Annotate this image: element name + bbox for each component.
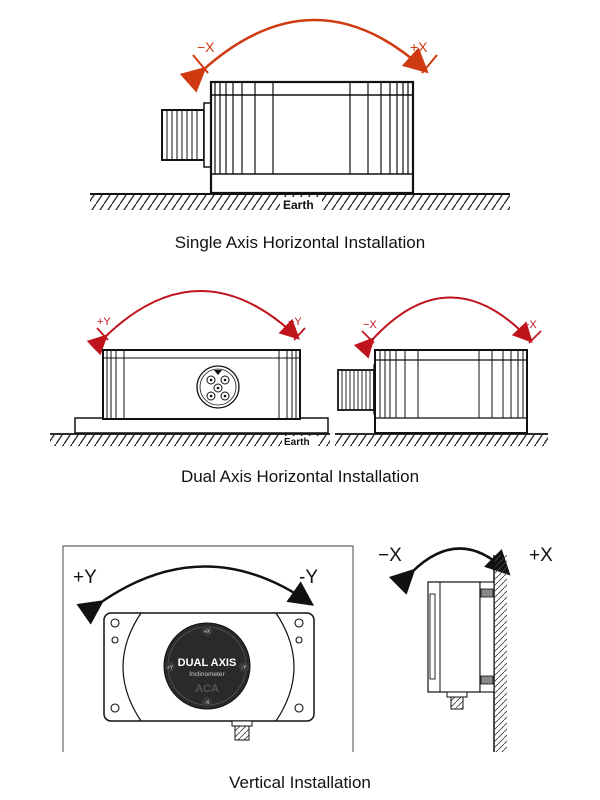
single-axis-diagram: −X +X Earth (90, 18, 510, 212)
connector-pins-icon (196, 365, 240, 409)
cable-connector (234, 725, 250, 741)
dual-axis-diagram: +Y −Y −X +X (50, 290, 548, 448)
label-plus-x-2: +X (523, 319, 537, 331)
mark-right: -Y (242, 665, 248, 671)
rotation-arc-x-2 (353, 296, 533, 359)
sensor-subtitle: Inclinometer (189, 671, 225, 678)
caption-single-axis: Single Axis Horizontal Installation (174, 233, 426, 252)
label-plus-x-vertical: +X (529, 545, 553, 566)
mark-top: +X (204, 629, 211, 635)
mark-bottom: -X (205, 700, 211, 706)
ground-hatch-3 (335, 435, 548, 446)
connector-icon-2 (337, 369, 375, 411)
sensor-brand: ACA (195, 683, 219, 695)
earth-label-2: Earth (284, 437, 310, 448)
single-axis-sensor-body-2 (374, 349, 528, 434)
mounting-holes (110, 618, 304, 713)
rotation-arc-x (179, 18, 429, 93)
caption-dual-axis: Dual Axis Horizontal Installation (180, 467, 420, 486)
label-minus-x: −X (197, 39, 215, 55)
label-minus-y: −Y (288, 316, 302, 328)
earth-label: Earth (283, 198, 314, 212)
wall-hatch (495, 555, 507, 752)
sensor-body (209, 80, 415, 195)
side-connector (450, 696, 464, 710)
label-plus-y: +Y (97, 316, 111, 328)
label-plus-y-vertical: +Y (73, 567, 97, 588)
rotation-arc-x-vertical (388, 547, 511, 595)
rotation-arc-y (86, 290, 300, 356)
side-sensor-body (427, 581, 481, 693)
ground-hatch-2 (50, 435, 330, 446)
rotation-arc-y-vertical (76, 565, 315, 625)
mark-left: +Y (167, 665, 174, 671)
caption-vertical: Vertical Installation (229, 773, 371, 792)
sensor-face: +X -X +Y -Y DUAL AXIS Inclinometer ACA (163, 622, 251, 710)
sensor-title: DUAL AXIS (178, 657, 237, 669)
mounting-base (74, 417, 329, 434)
wall-frame (62, 545, 354, 752)
label-minus-x-2: −X (363, 319, 377, 331)
label-plus-x: +X (410, 39, 428, 55)
connector-icon (161, 109, 205, 161)
vertical-diagram: +Y -Y +X -X +Y -Y DUAL AXIS Inclinometer… (62, 545, 553, 752)
label-minus-y-vertical: -Y (299, 567, 318, 588)
label-minus-x-vertical: −X (378, 545, 402, 566)
